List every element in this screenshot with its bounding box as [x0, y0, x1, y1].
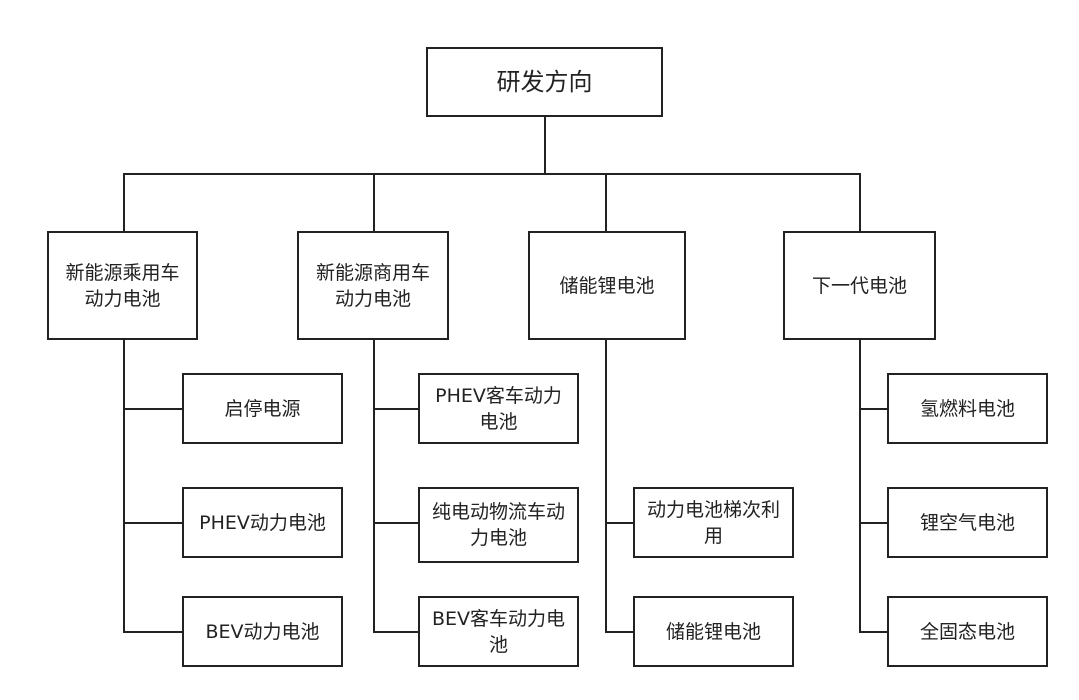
root-node: 研发方向 [426, 47, 663, 117]
category-node-3: 储能锂电池 [528, 231, 686, 340]
category-node-label: 下一代电池 [811, 274, 907, 297]
leaf-node-c2-1: PHEV客车动力电池 [418, 373, 579, 444]
leaf-node-c3-2: 储能锂电池 [633, 596, 794, 667]
leaf-node-label: 氢燃料电池 [919, 397, 1015, 420]
connector-c3-1 [605, 522, 634, 524]
connector-cat-1-trunk [123, 339, 125, 632]
connector-c4-2 [859, 522, 888, 524]
connector-c3-2 [605, 631, 634, 633]
connector-c2-3 [373, 631, 419, 633]
leaf-node-c2-2: 纯电动物流车动力电池 [418, 487, 579, 563]
leaf-node-c4-1: 氢燃料电池 [887, 373, 1048, 444]
leaf-node-c1-2: PHEV动力电池 [182, 487, 343, 558]
category-node-2: 新能源商用车动力电池 [297, 231, 449, 340]
leaf-node-c3-1: 动力电池梯次利用 [633, 487, 794, 558]
connector-c4-1 [859, 408, 888, 410]
category-node-4: 下一代电池 [783, 231, 936, 340]
category-node-label: 新能源商用车动力电池 [315, 261, 430, 310]
connector-cat-4-up [859, 173, 861, 232]
leaf-node-label: 纯电动物流车动力电池 [431, 501, 565, 549]
leaf-node-label: 动力电池梯次利用 [646, 498, 780, 547]
leaf-node-c4-3: 全固态电池 [887, 596, 1048, 667]
connector-c2-1 [373, 408, 419, 410]
leaf-node-label: BEV客车动力电池 [431, 607, 566, 656]
leaf-node-label: 全固态电池 [919, 620, 1015, 643]
connector-c2-2 [373, 522, 419, 524]
root-node-label: 研发方向 [496, 68, 593, 96]
leaf-node-label: PHEV动力电池 [199, 511, 326, 534]
connector-root-down [544, 116, 546, 174]
connector-c4-3 [859, 631, 888, 633]
leaf-node-c1-3: BEV动力电池 [182, 596, 343, 667]
connector-c1-1 [123, 408, 183, 410]
connector-cat-1-up [123, 173, 125, 232]
category-node-label: 储能锂电池 [559, 274, 655, 297]
leaf-node-c4-2: 锂空气电池 [887, 487, 1048, 558]
connector-cat-2-trunk [373, 339, 375, 632]
category-node-1: 新能源乘用车动力电池 [47, 231, 198, 340]
connector-cat-3-up [605, 173, 607, 232]
leaf-node-c1-1: 启停电源 [182, 373, 343, 444]
category-node-label: 新能源乘用车动力电池 [65, 261, 180, 310]
connector-c1-2 [123, 522, 183, 524]
leaf-node-label: 锂空气电池 [919, 511, 1015, 534]
connector-cat-3-trunk [605, 339, 607, 632]
leaf-node-label: BEV动力电池 [205, 620, 320, 643]
leaf-node-c2-3: BEV客车动力电池 [418, 596, 579, 667]
connector-top-bus [123, 173, 861, 175]
leaf-node-label: 储能锂电池 [665, 620, 761, 643]
leaf-node-label: 启停电源 [224, 397, 301, 420]
connector-c1-3 [123, 631, 183, 633]
connector-cat-2-up [373, 173, 375, 232]
leaf-node-label: PHEV客车动力电池 [435, 384, 562, 433]
connector-cat-4-trunk [859, 339, 861, 632]
